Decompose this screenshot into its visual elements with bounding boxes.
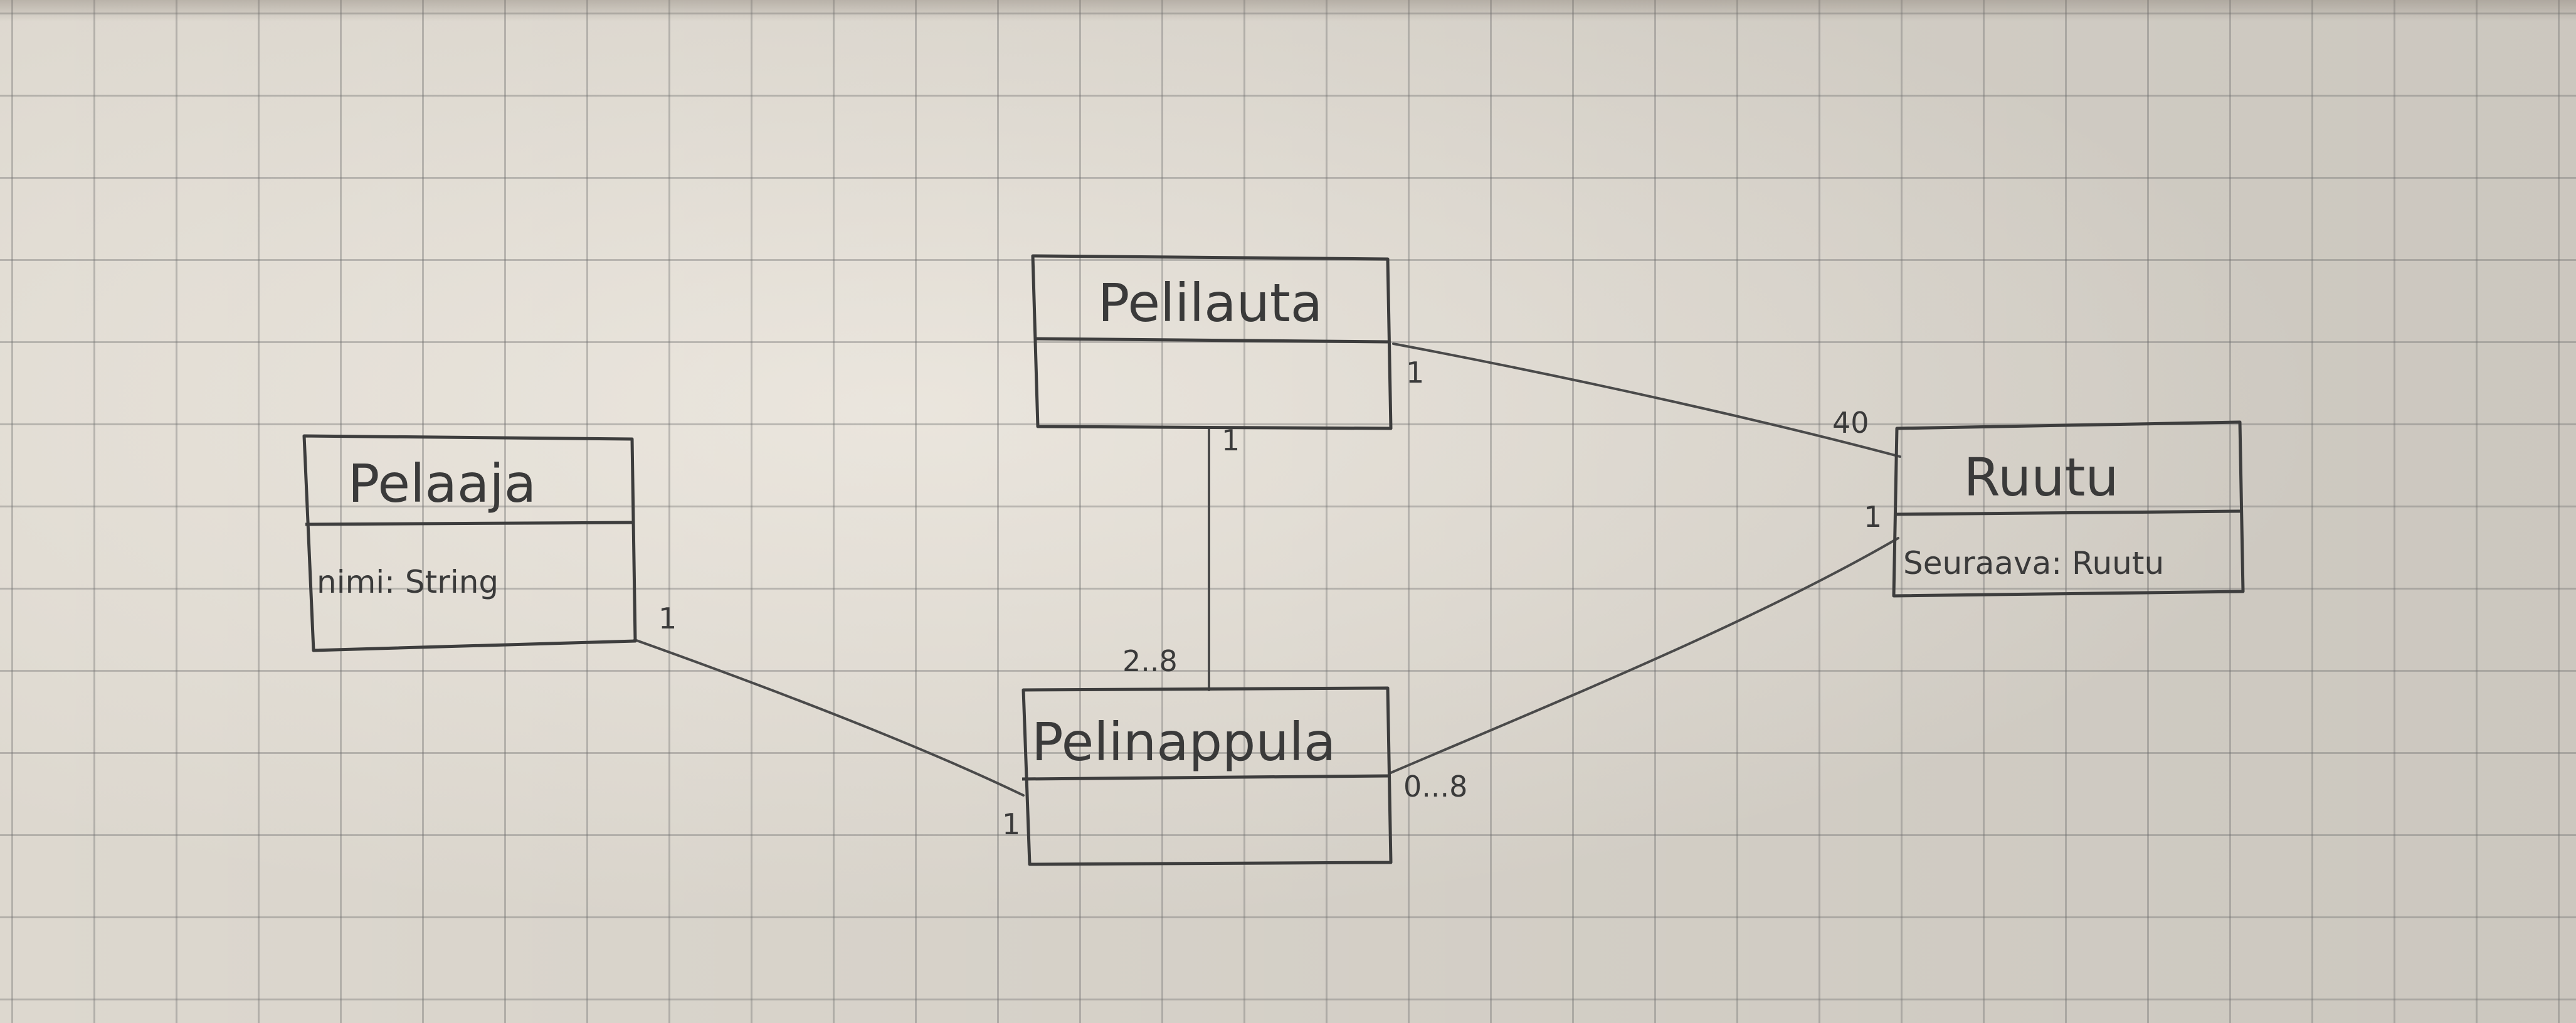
class-pelaaja-box xyxy=(302,434,637,652)
class-ruutu-attribute: Seuraava: Ruutu xyxy=(1903,545,2164,581)
multiplicity-label: 2..8 xyxy=(1122,644,1178,678)
class-pelilauta: Pelilauta xyxy=(1031,254,1393,430)
class-ruutu: Ruutu Seuraava: Ruutu xyxy=(1892,420,2245,598)
class-ruutu-divider xyxy=(1895,509,2242,516)
associations xyxy=(633,342,1901,797)
multiplicity-label: 1 xyxy=(658,602,677,635)
multiplicity-label: 1 xyxy=(1406,356,1424,390)
class-pelaaja-name: Pelaaja xyxy=(348,453,536,514)
association-pelilauta-ruutu xyxy=(1392,342,1901,458)
multiplicity-label: 1 xyxy=(1864,500,1882,534)
class-pelilauta-box xyxy=(1031,254,1393,430)
association-pelaaja-pelinappula xyxy=(633,639,1025,797)
class-pelaaja: Pelaaja nimi: String xyxy=(302,434,637,652)
multiplicity-labels: 1 40 1 2..8 1 1 0...8 1 xyxy=(658,356,1882,841)
class-pelaaja-attribute: nimi: String xyxy=(317,564,499,600)
class-pelilauta-name: Pelilauta xyxy=(1098,272,1322,334)
class-pelinappula: Pelinappula xyxy=(1021,686,1393,866)
multiplicity-label: 1 xyxy=(1222,423,1240,457)
class-pelinappula-name: Pelinappula xyxy=(1032,711,1336,773)
paper-top-edge xyxy=(0,0,2576,21)
association-pelinappula-ruutu xyxy=(1390,537,1899,774)
class-pelaaja-divider xyxy=(305,521,634,526)
class-pelinappula-divider xyxy=(1021,774,1390,781)
class-pelilauta-divider xyxy=(1034,337,1388,344)
multiplicity-label: 40 xyxy=(1832,406,1869,440)
multiplicity-label: 0...8 xyxy=(1403,770,1467,803)
multiplicity-label: 1 xyxy=(1002,807,1020,841)
class-ruutu-name: Ruutu xyxy=(1963,447,2118,508)
class-pelinappula-box xyxy=(1021,686,1393,866)
class-ruutu-box xyxy=(1892,420,2245,598)
